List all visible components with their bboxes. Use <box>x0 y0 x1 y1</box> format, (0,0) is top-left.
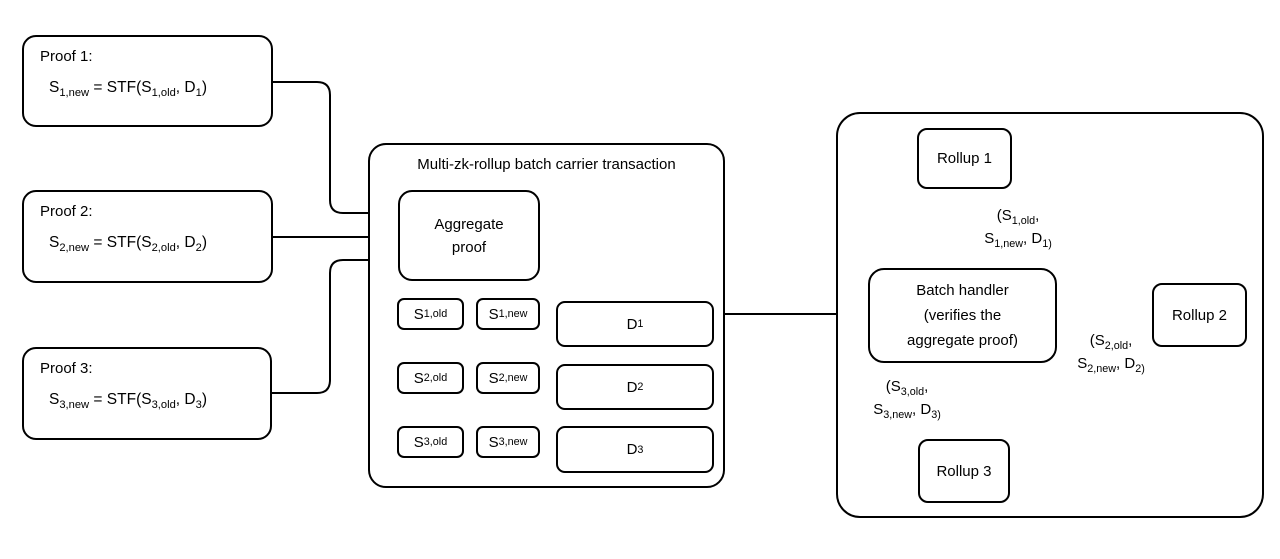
edge-label-rollup1: (S1,old, S1,new, D1) <box>984 207 1052 250</box>
arrow-proof3-to-aggregate <box>272 254 397 394</box>
rollup-3-box: Rollup 3 <box>918 439 1010 503</box>
edge-label-rollup2: (S2,old, S2,new, D2) <box>1077 332 1145 375</box>
proof-3-title: Proof 3: <box>40 360 93 377</box>
rollup-1-box: Rollup 1 <box>917 128 1012 189</box>
rollup-2-box: Rollup 2 <box>1152 283 1247 347</box>
proof-1-title: Proof 1: <box>40 48 93 65</box>
proof-3-formula: S3,new = STF(S3,old, D3) <box>49 391 207 412</box>
proof-1-box: Proof 1: S1,new = STF(S1,old, D1) <box>22 35 273 127</box>
batch-handler-box: Batch handler (verifies the aggregate pr… <box>868 268 1057 363</box>
proof-2-formula: S2,new = STF(S2,old, D2) <box>49 234 207 255</box>
proof-2-title: Proof 2: <box>40 203 93 220</box>
aggregate-proof-box: Aggregate proof <box>398 190 540 281</box>
proof-2-box: Proof 2: S2,new = STF(S2,old, D2) <box>22 190 273 283</box>
proof-1-formula: S1,new = STF(S1,old, D1) <box>49 79 207 100</box>
proof-3-box: Proof 3: S3,new = STF(S3,old, D3) <box>22 347 272 440</box>
batch-handler-label: Batch handler (verifies the aggregate pr… <box>907 282 1018 349</box>
edge-label-rollup3: (S3,old, S3,new, D3) <box>873 378 941 421</box>
carrier-transaction-title: Multi-zk-rollup batch carrier transactio… <box>417 156 676 173</box>
arrow-proof1-to-aggregate <box>273 81 397 219</box>
aggregate-proof-label: Aggregate proof <box>434 215 504 256</box>
